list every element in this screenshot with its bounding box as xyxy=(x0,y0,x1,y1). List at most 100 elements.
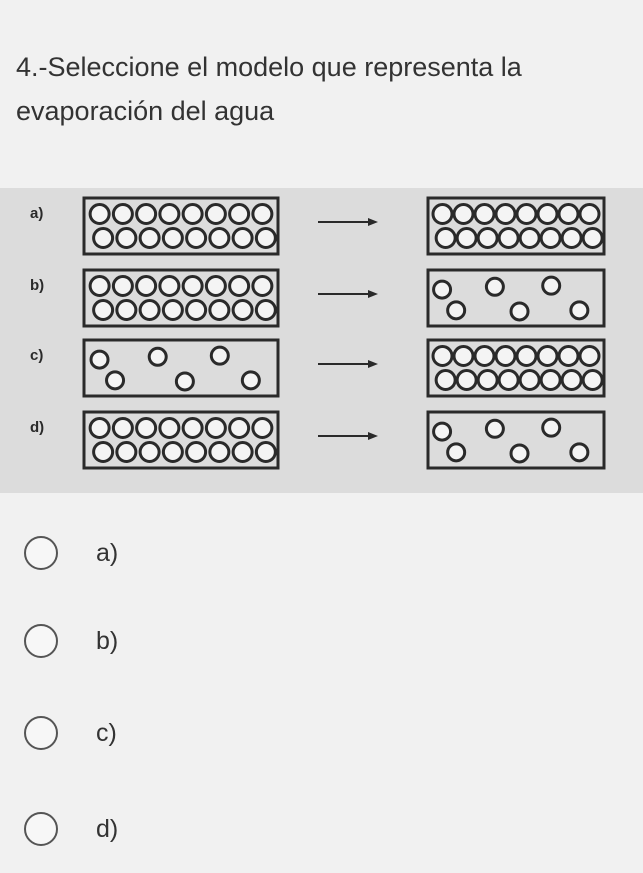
molecule-icon xyxy=(89,349,110,370)
molecule-icon xyxy=(484,276,505,297)
option-a[interactable]: a) xyxy=(24,533,118,573)
row-b-before-container xyxy=(82,268,280,328)
molecule-icon xyxy=(161,227,184,249)
molecule-icon xyxy=(240,370,261,391)
molecule-icon xyxy=(135,203,158,225)
option-c-label: c) xyxy=(96,718,117,747)
molecule-icon xyxy=(536,345,559,367)
molecule-icon xyxy=(231,227,254,249)
molecule-icon xyxy=(497,227,520,249)
option-b[interactable]: b) xyxy=(24,621,118,661)
radio-circle-icon[interactable] xyxy=(24,716,58,750)
molecule-icon xyxy=(115,299,138,321)
molecule-icon xyxy=(509,443,530,464)
molecule-icon xyxy=(161,299,184,321)
option-c[interactable]: c) xyxy=(24,713,117,753)
molecule-icon xyxy=(105,370,126,391)
molecule-icon xyxy=(185,227,208,249)
radio-circle-icon[interactable] xyxy=(24,812,58,846)
molecule-model-figure: a)b)c)d) xyxy=(0,188,643,493)
molecule-icon xyxy=(88,417,111,439)
molecule-icon xyxy=(209,345,230,366)
molecule-icon xyxy=(515,345,538,367)
molecule-icon xyxy=(578,203,601,225)
radio-circle-icon[interactable] xyxy=(24,536,58,570)
molecule-icon xyxy=(581,369,604,391)
arrow-right-icon xyxy=(318,290,378,298)
molecule-icon xyxy=(431,203,454,225)
arrow-head xyxy=(368,290,378,298)
molecule-icon xyxy=(254,299,277,321)
row-a-before-container xyxy=(82,196,280,256)
row-b-label: b) xyxy=(30,277,44,294)
molecule-icon xyxy=(446,300,467,321)
molecule-icon xyxy=(181,275,204,297)
molecule-icon xyxy=(557,345,580,367)
molecule-icon xyxy=(476,369,499,391)
molecule-icon xyxy=(158,275,181,297)
molecule-icon xyxy=(204,203,227,225)
molecule-icon xyxy=(251,203,274,225)
arrow-right-icon xyxy=(318,432,378,440)
molecule-icon xyxy=(518,369,541,391)
molecule-icon xyxy=(452,203,475,225)
molecule-icon xyxy=(208,299,231,321)
row-b-before-packed-box xyxy=(82,268,280,328)
molecule-icon xyxy=(494,345,517,367)
molecule-icon xyxy=(557,203,580,225)
molecule-icon xyxy=(515,203,538,225)
molecule-icon xyxy=(161,441,184,463)
molecule-icon xyxy=(476,227,499,249)
arrow-head xyxy=(368,218,378,226)
molecule-icon xyxy=(578,345,601,367)
row-a-after-container xyxy=(426,196,606,256)
row-c-after-container xyxy=(426,338,606,398)
arrow-head xyxy=(368,360,378,368)
molecule-icon xyxy=(147,346,168,367)
molecule-icon xyxy=(138,441,161,463)
molecule-icon xyxy=(111,417,134,439)
molecule-icon xyxy=(115,441,138,463)
row-c-before-sparse-box xyxy=(82,338,280,398)
molecule-icon xyxy=(473,345,496,367)
molecule-icon xyxy=(484,418,505,439)
option-a-label: a) xyxy=(96,538,119,567)
molecule-icon xyxy=(174,371,195,392)
row-a-after-packed-box xyxy=(426,196,606,256)
molecule-icon xyxy=(446,442,467,463)
molecule-icon xyxy=(208,227,231,249)
row-b-after-container xyxy=(426,268,606,328)
row-d-after-container xyxy=(426,410,606,470)
molecule-icon xyxy=(92,299,115,321)
molecule-icon xyxy=(455,227,478,249)
molecule-icon xyxy=(560,369,583,391)
option-d-label: d) xyxy=(96,814,119,843)
molecule-icon xyxy=(254,441,277,463)
option-d[interactable]: d) xyxy=(24,809,118,849)
molecule-icon xyxy=(560,227,583,249)
radio-circle-icon[interactable] xyxy=(24,624,58,658)
row-a-before-packed-box xyxy=(82,196,280,256)
molecule-icon xyxy=(111,275,134,297)
molecule-icon xyxy=(541,417,562,438)
molecule-icon xyxy=(185,441,208,463)
molecule-icon xyxy=(208,441,231,463)
molecule-icon xyxy=(228,203,251,225)
row-b-after-sparse-box xyxy=(426,268,606,328)
molecule-icon xyxy=(135,417,158,439)
question-text: 4.-Seleccione el modelo que representa l… xyxy=(16,45,616,133)
row-d-before-container xyxy=(82,410,280,470)
row-c-before-container xyxy=(82,338,280,398)
row-c-label: c) xyxy=(30,347,43,364)
molecule-icon xyxy=(204,417,227,439)
molecule-icon xyxy=(431,345,454,367)
molecule-icon xyxy=(92,441,115,463)
row-a-label: a) xyxy=(30,205,43,222)
molecule-icon xyxy=(111,203,134,225)
molecule-icon xyxy=(473,203,496,225)
row-d-before-packed-box xyxy=(82,410,280,470)
molecule-icon xyxy=(231,441,254,463)
question-line-1: 4.-Seleccione el modelo que representa l… xyxy=(16,52,522,82)
molecule-icon xyxy=(581,227,604,249)
molecule-icon xyxy=(158,417,181,439)
